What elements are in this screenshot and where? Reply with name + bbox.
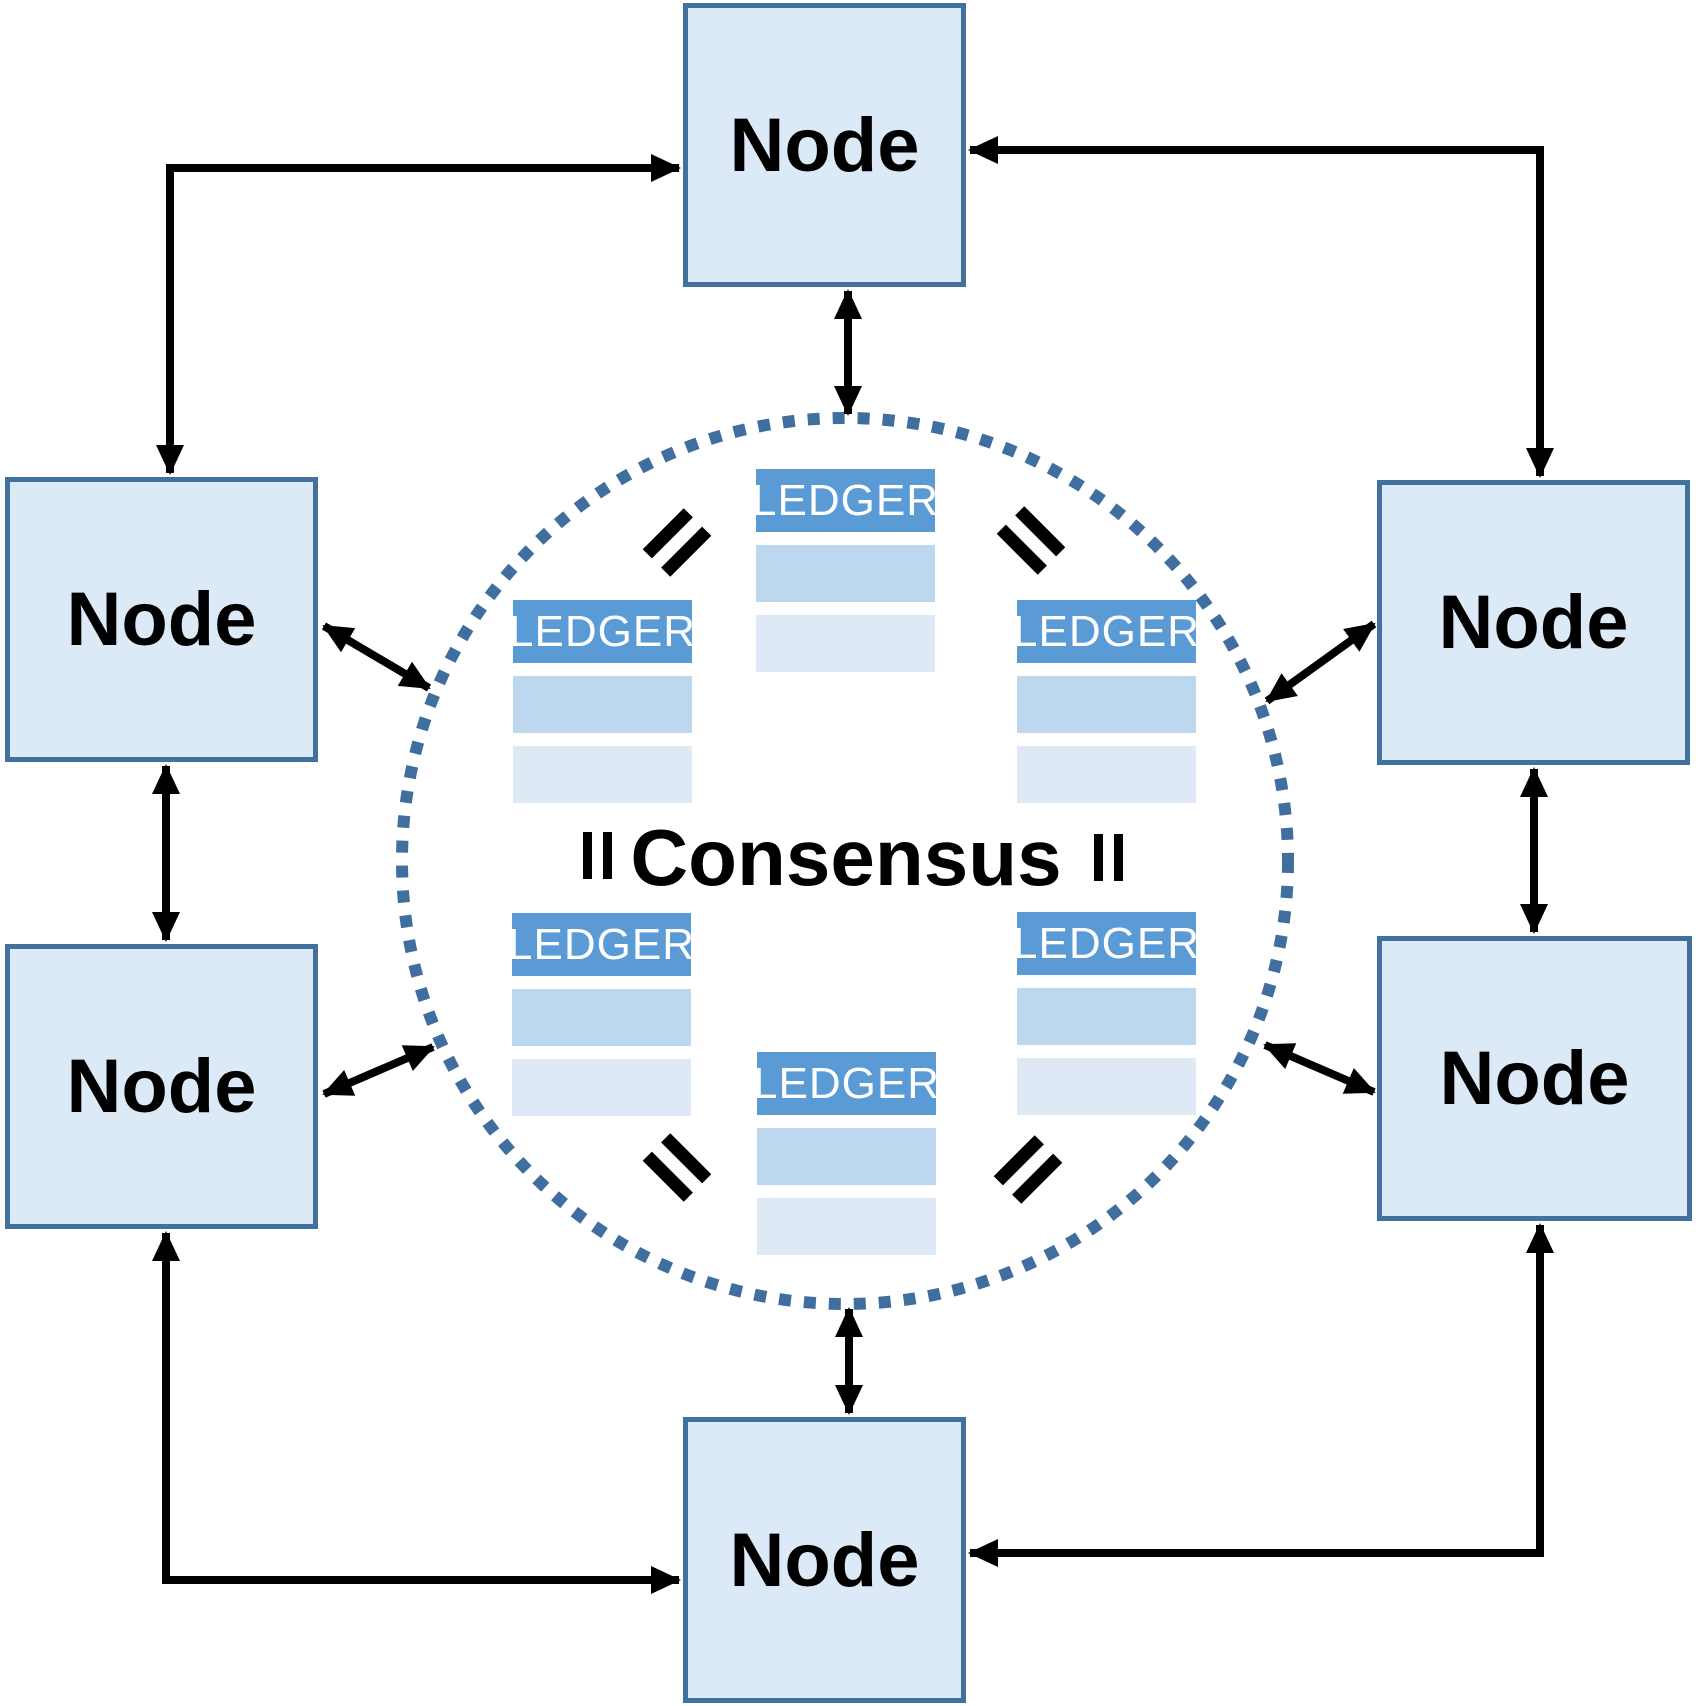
ledger-header: LEDGER	[509, 600, 695, 663]
ledger-header: LEDGER	[1013, 600, 1199, 663]
arrow-leftlower-circle	[322, 1043, 435, 1098]
ledger-left-upper: LEDGER	[509, 600, 695, 803]
ledger-row	[513, 746, 692, 803]
ledger-left-lower: LEDGER	[508, 913, 694, 1116]
ledger-row	[1017, 676, 1196, 733]
arrow-rightlower-circle	[1263, 1041, 1376, 1096]
ledger-top: LEDGER	[752, 469, 938, 672]
equals-icon-top-right	[996, 506, 1066, 575]
ledger-row	[512, 1059, 691, 1116]
ledger-row	[757, 1128, 936, 1185]
arrow-leftupper-circle	[321, 622, 432, 692]
node-right-lower: Node	[1377, 936, 1692, 1221]
equals-icon-bottom-left	[642, 1133, 712, 1202]
node-bottom: Node	[683, 1417, 966, 1703]
ledger-right-upper: LEDGER	[1013, 600, 1199, 803]
node-label: Node	[66, 577, 257, 662]
ledger-header: LEDGER	[752, 469, 938, 532]
equals-icon-bottom-right	[993, 1135, 1063, 1204]
node-left-lower: Node	[5, 944, 318, 1229]
ledger-header: LEDGER	[753, 1052, 939, 1115]
node-right-upper: Node	[1377, 480, 1690, 765]
ledger-row	[513, 676, 692, 733]
node-top: Node	[683, 3, 966, 287]
ledger-right-lower: LEDGER	[1013, 912, 1199, 1115]
equals-bar	[603, 832, 612, 879]
node-label: Node	[1439, 1036, 1630, 1121]
equals-icon-middle-left	[583, 832, 612, 879]
node-label: Node	[729, 102, 920, 188]
equals-icon-middle-right	[1094, 834, 1123, 881]
node-label: Node	[1438, 580, 1629, 665]
ledger-row	[1017, 746, 1196, 803]
node-label: Node	[729, 1517, 920, 1603]
equals-bar	[583, 832, 592, 879]
ledger-row	[756, 615, 935, 672]
node-left-upper: Node	[5, 477, 318, 762]
consensus-title: Consensus	[630, 813, 1062, 902]
ledger-row	[757, 1198, 936, 1255]
node-label: Node	[66, 1044, 257, 1129]
ledger-row	[756, 545, 935, 602]
equals-icon-top-left	[642, 508, 712, 577]
ledger-header: LEDGER	[508, 913, 694, 976]
arrow-rightupper-circle	[1264, 620, 1377, 705]
ledger-row	[1017, 1058, 1196, 1115]
ledger-row	[1017, 988, 1196, 1045]
equals-bar	[1094, 834, 1103, 881]
ledger-row	[512, 989, 691, 1046]
ledger-bottom: LEDGER	[753, 1052, 939, 1255]
ledger-header: LEDGER	[1013, 912, 1199, 975]
equals-bar	[1114, 834, 1123, 881]
